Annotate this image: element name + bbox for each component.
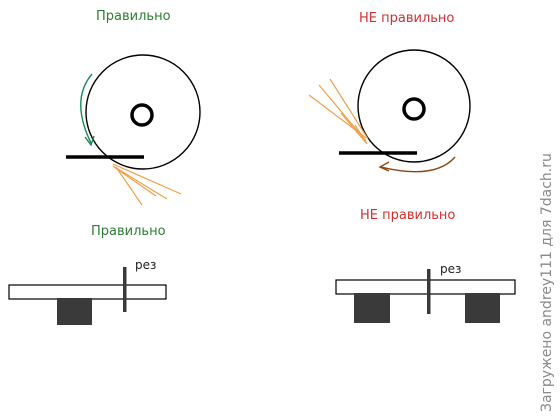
rotation-arrow-left [80, 73, 93, 144]
grinding-wheel-left [85, 54, 201, 170]
rotation-arrow-right [380, 156, 456, 173]
sparks-left [112, 163, 182, 206]
rotation-arrowhead-left [84, 135, 95, 147]
spark-left-2 [112, 165, 168, 200]
incorrect-wheel-group [308, 49, 471, 173]
spark-right-3 [329, 78, 369, 140]
correct-wheel-group [66, 54, 201, 206]
wheel-hub-left [130, 103, 154, 127]
spark-right-5 [354, 124, 368, 145]
grinding-wheel-right [357, 49, 471, 163]
spark-right-2 [318, 84, 367, 142]
support-block-left [57, 298, 92, 325]
rotation-arrowhead-right [378, 161, 390, 172]
watermark-text: Загружено andrey111 для 7dach.ru [539, 153, 555, 412]
saw-blade-right [427, 269, 431, 314]
sparks-right [308, 78, 369, 145]
title-incorrect-bottom: НЕ правильно [360, 208, 456, 223]
support-block-right-2 [465, 293, 500, 323]
cut-label-right: рез [440, 262, 462, 276]
support-block-right-1 [354, 293, 390, 323]
title-correct-bottom: Правильно [91, 224, 166, 239]
spark-left-3 [113, 166, 157, 197]
saw-blade-left [123, 267, 127, 312]
correct-support-group [8, 267, 167, 325]
title-incorrect-top: НЕ правильно [359, 11, 455, 26]
wheel-hub-right [402, 97, 426, 121]
board-right [335, 279, 516, 295]
board-left [8, 284, 167, 300]
spark-left-4 [115, 166, 143, 206]
spark-left-1 [112, 163, 182, 195]
cut-label-left: рез [135, 258, 157, 272]
title-correct-top: Правильно [96, 9, 171, 24]
incorrect-support-group [335, 269, 516, 323]
spark-right-4 [340, 112, 367, 144]
